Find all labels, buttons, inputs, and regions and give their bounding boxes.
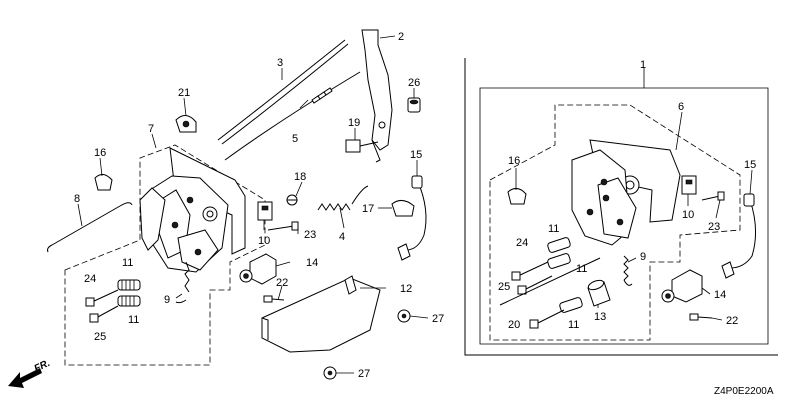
part-20-bolt (529, 309, 565, 329)
part-2-bracket (361, 29, 393, 163)
part-25-bolt-left (89, 305, 119, 323)
callout-11-right-c: 11 (568, 319, 579, 331)
assembly-outline-7 (64, 144, 266, 366)
assembly-frame-1 (464, 58, 778, 356)
part-16-clip-right (507, 188, 527, 205)
part-14-switch-right (661, 269, 703, 303)
part-14-switch-left (239, 253, 277, 285)
callout-labels: 1 2 3 4 5 6 7 8 9 9 10 10 11 11 11 11 11… (74, 31, 756, 380)
part-19-bolt (345, 139, 379, 153)
part-27-bolt-upper (397, 309, 411, 323)
callout-10-left: 10 (258, 235, 270, 247)
callout-15-left: 15 (410, 149, 422, 161)
callout-18: 18 (294, 171, 306, 183)
part-22-screw-left (263, 295, 285, 303)
callout-11-left-a: 11 (122, 257, 133, 269)
callout-20: 20 (508, 319, 520, 331)
part-11-spring-right-c (559, 297, 583, 313)
part-26-nut (407, 97, 421, 113)
callout-21: 21 (178, 87, 190, 99)
callout-16-right: 16 (508, 155, 520, 167)
callout-19: 19 (348, 117, 360, 129)
part-23-screw-left (267, 221, 299, 231)
callout-2: 2 (398, 31, 404, 43)
callout-1: 1 (640, 59, 646, 71)
front-arrow-icon (8, 368, 42, 388)
part-25-bolt-right (517, 275, 553, 295)
part-13-sleeve (587, 279, 611, 307)
callout-14-left: 14 (306, 257, 318, 269)
part-11-spring-right-b (547, 253, 571, 269)
part-10-block-right (681, 175, 697, 195)
callout-11-right-b: 11 (576, 263, 587, 275)
part-10-block-left (257, 201, 273, 221)
callout-9-right: 9 (640, 251, 646, 263)
callout-25-right: 25 (498, 281, 510, 293)
callout-23-left: 23 (304, 229, 316, 241)
part-17-clip (391, 200, 415, 217)
callout-8: 8 (74, 193, 80, 205)
callout-13: 13 (594, 311, 606, 323)
front-label: FR. (33, 358, 52, 375)
part-9-spring-right (623, 255, 633, 286)
callout-22-right: 22 (726, 315, 738, 327)
callout-24-right: 24 (516, 237, 528, 249)
part-24-bolt-right (511, 261, 549, 281)
callout-16-left: 16 (94, 147, 106, 159)
part-11-spring-left-b (117, 295, 141, 307)
assembly-outline-1 (479, 87, 769, 345)
part-22-screw-right (689, 313, 713, 321)
part-24-bolt-left (85, 289, 119, 307)
right-control-mechanism (571, 139, 681, 246)
callout-17: 17 (362, 203, 374, 215)
callout-6: 6 (678, 101, 684, 113)
part-12-cover (261, 275, 381, 353)
callout-7: 7 (148, 123, 154, 135)
part-23-screw-right (701, 191, 725, 201)
callout-10-right: 10 (682, 209, 694, 221)
part-11-spring-right-a (547, 237, 571, 253)
callout-5: 5 (292, 133, 298, 145)
callout-27-lower: 27 (358, 368, 370, 380)
callout-25-left: 25 (94, 331, 106, 343)
callout-4: 4 (339, 231, 345, 243)
leader-lines (77, 35, 753, 374)
catalog-code: Z4P0E2200A (714, 386, 774, 397)
assembly-outline-6 (489, 104, 741, 341)
left-control-mechanism (139, 147, 246, 304)
part-5-spring-rod (224, 71, 361, 161)
callout-27-upper: 27 (432, 313, 444, 325)
part-8-rod (47, 202, 133, 253)
part-16-clip-left (94, 174, 113, 191)
part-11-spring-left-a (117, 279, 141, 291)
part-18-screw (286, 194, 298, 206)
callout-23-right: 23 (708, 221, 720, 233)
callout-26: 26 (408, 77, 420, 89)
part-27-bolt-lower (323, 366, 337, 380)
part-15-wire-right (721, 193, 756, 279)
right-rod (499, 257, 601, 306)
callout-24-left: 24 (84, 273, 96, 285)
callout-11-left-b: 11 (128, 314, 139, 326)
callout-12: 12 (400, 283, 412, 295)
part-3-rod (217, 39, 349, 145)
front-direction-indicator: FR. (8, 358, 52, 388)
callout-11-right-a: 11 (548, 223, 559, 235)
callout-14-right: 14 (714, 289, 726, 301)
part-4-spring (317, 185, 369, 211)
part-21-clip (175, 115, 197, 133)
callout-3: 3 (277, 57, 283, 69)
part-15-wire-left (397, 175, 427, 261)
callout-15-right: 15 (744, 159, 756, 171)
callout-9-left: 9 (164, 294, 170, 306)
callout-22-left: 22 (276, 277, 288, 289)
